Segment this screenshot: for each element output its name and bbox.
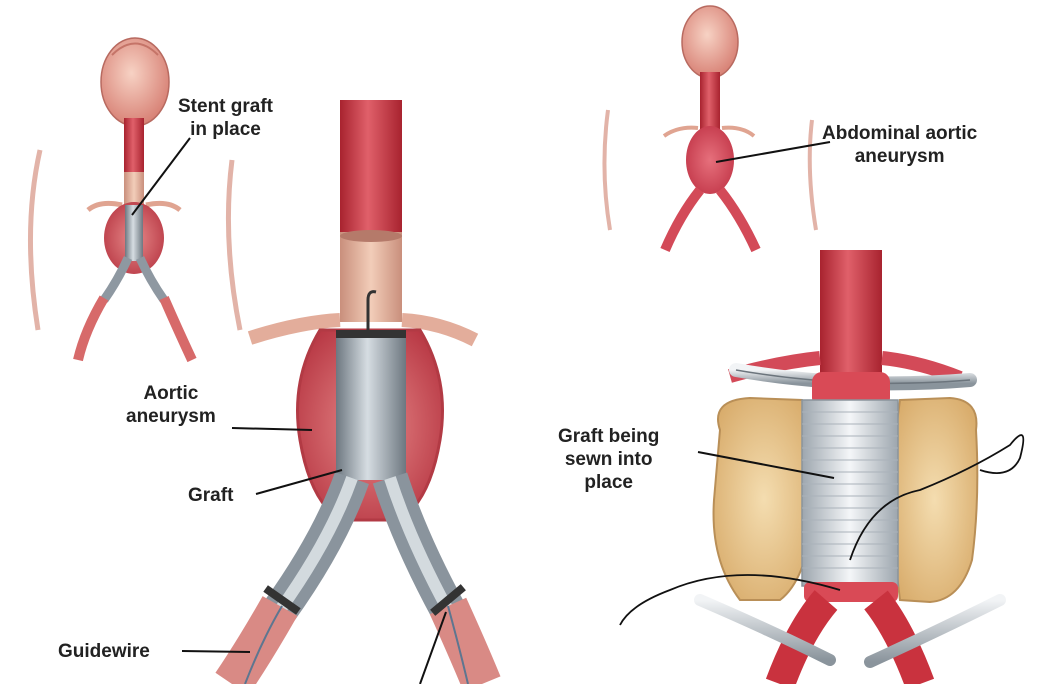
body-outline: [810, 120, 816, 230]
panel-divider: [532, 0, 540, 684]
retracted-tissue: [892, 398, 978, 602]
body-outline: [604, 110, 610, 230]
open-repair-drawing: [540, 0, 1050, 684]
aorta-large: [340, 100, 402, 240]
graft-being-sewn-label: Graft being sewn into place: [558, 425, 659, 494]
leader-line: [420, 612, 446, 684]
heart: [101, 38, 169, 126]
aorta: [700, 72, 720, 132]
heart: [682, 6, 738, 78]
aorta-large: [820, 250, 882, 385]
body-outline: [228, 160, 240, 330]
body-outline: [30, 150, 40, 330]
aortic-aneurysm-label: Aortic aneurysm: [126, 382, 216, 428]
stent-graft-illustration: Stent graft in place Aortic aneurysm Gra…: [0, 0, 532, 684]
guidewire-label: Guidewire: [58, 640, 150, 663]
graft-label: Graft: [188, 484, 233, 507]
aorta: [124, 118, 144, 180]
retracted-tissue: [714, 398, 815, 600]
leader-line: [182, 651, 250, 652]
open-repair-illustration: Abdominal aortic aneurysm Graft being se…: [540, 0, 1050, 684]
abdominal-aortic-aneurysm-label: Abdominal aortic aneurysm: [822, 122, 977, 168]
stent-graft-label: Stent graft in place: [178, 95, 273, 141]
stent-graft-large: [336, 332, 406, 480]
